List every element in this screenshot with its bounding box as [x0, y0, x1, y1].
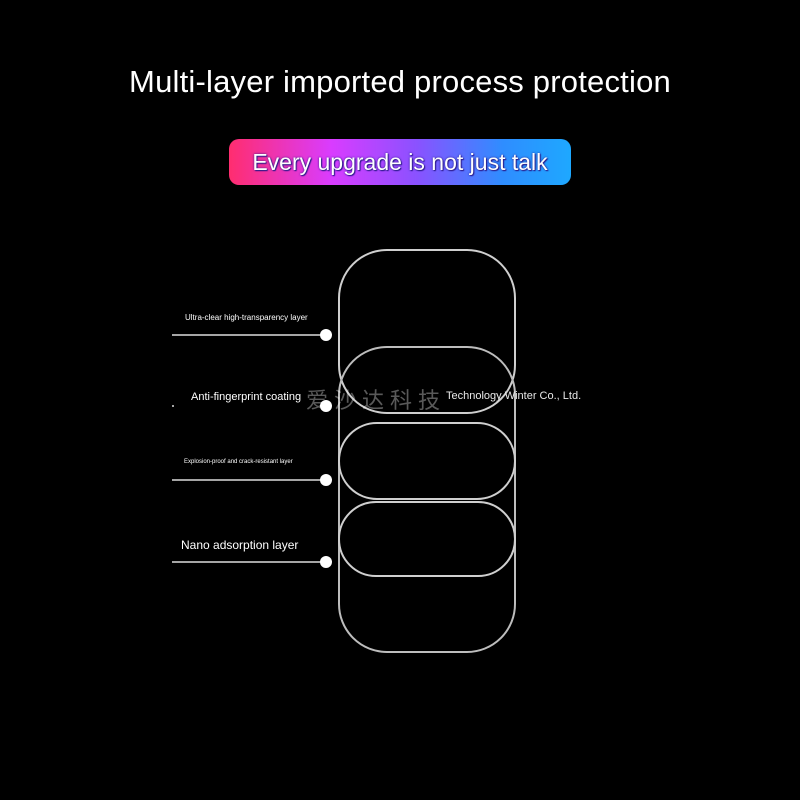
layer-outline-bottom	[338, 346, 516, 653]
leader-dot-1	[320, 329, 332, 341]
leader-dot-2	[320, 400, 332, 412]
layer-outline-band-2	[338, 501, 516, 577]
leader-dot-4	[320, 556, 332, 568]
watermark-cjk: 爱沙达科技	[306, 389, 447, 414]
layer-outline-band-1	[338, 422, 516, 500]
watermark-latin: Technology Winter Co., Ltd.	[446, 390, 582, 402]
layer-label-anti-fingerprint: Anti-fingerprint coating	[191, 391, 302, 403]
layer-label-explosion-proof: Explosion-proof and crack-resistant laye…	[184, 459, 293, 465]
leader-dot-3	[320, 474, 332, 486]
layer-label-ultra-clear: Ultra-clear high-transparency layer	[185, 313, 308, 322]
layer-outline-top	[338, 249, 516, 414]
layer-label-nano-adsorption: Nano adsorption layer	[181, 538, 299, 552]
page-title: Multi-layer imported process protection	[129, 64, 671, 99]
tagline-badge: Every upgrade is not just talk	[229, 139, 571, 185]
tagline-badge-text: Every upgrade is not just talk	[252, 148, 548, 175]
